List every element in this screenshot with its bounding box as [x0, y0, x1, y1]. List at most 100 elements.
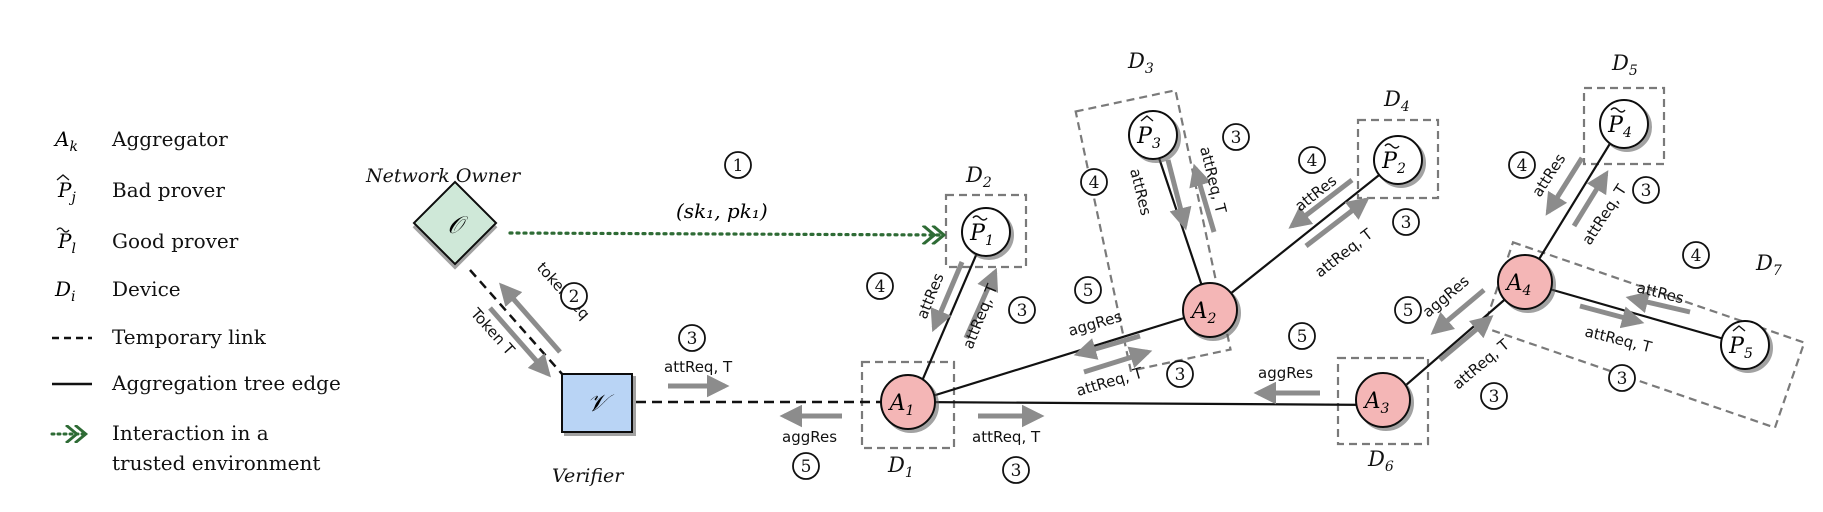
device-label-d2: D2	[965, 163, 992, 191]
arrow-attreq-a3-a4	[1438, 315, 1494, 362]
edge-a2-p2	[1209, 159, 1399, 311]
step-5-a3-a1: 5	[1288, 322, 1316, 350]
good-prover-p2[interactable]: P2	[1373, 135, 1423, 185]
step-4-p5: 4	[1682, 241, 1710, 269]
network-owner-label: Network Owner	[365, 165, 522, 187]
svg-text:5: 5	[1403, 301, 1414, 321]
tilde-icon	[1384, 143, 1400, 149]
svg-text:3: 3	[1617, 369, 1628, 389]
step-4-p3: 4	[1080, 168, 1108, 196]
svg-text:P4: P4	[1607, 113, 1632, 141]
arrow-tokenreq	[499, 282, 562, 354]
aggregator-a2[interactable]: A2	[1182, 282, 1238, 338]
step-4-p4: 4	[1508, 151, 1536, 179]
svg-text:3: 3	[1401, 213, 1412, 233]
aggregator-a1[interactable]: A1	[880, 374, 936, 430]
step-numbers: 1 2 3 5 4 3 5 3 3 5 4 3 4 3 5 3 4 3 4 3	[560, 123, 1710, 484]
device-box-d6	[1336, 356, 1430, 446]
edge-a1-a3	[912, 400, 1384, 407]
device-box-d4	[1356, 118, 1440, 200]
label-attreq-a4-p4: attReq, T	[1578, 181, 1631, 249]
step-2-tokenreq: 2	[560, 282, 588, 310]
svg-text:P2: P2	[1381, 149, 1406, 177]
device-box-d1	[860, 360, 956, 450]
device-label-d6: D6	[1367, 447, 1394, 475]
edge-a3-a4	[1382, 281, 1526, 406]
svg-text:5: 5	[1083, 281, 1094, 301]
arrow-aggres-a2-a1	[1073, 333, 1141, 360]
svg-text:5: 5	[1297, 327, 1308, 347]
step-3-a1-a3: 3	[1002, 456, 1030, 484]
arrow-attreq-a2-p2	[1304, 197, 1370, 248]
good-prover-p1[interactable]: P1	[961, 207, 1011, 257]
step-4-p1: 4	[866, 272, 894, 300]
step-4-p2: 4	[1298, 146, 1326, 174]
aggregator-a3[interactable]: A3	[1355, 372, 1411, 428]
legend-bad-prover: Pj Bad prover	[56, 174, 225, 206]
svg-text:Ak: Ak	[53, 127, 78, 155]
label-aggres-a3-a1: aggRes	[1258, 364, 1313, 382]
device-box-d5	[1582, 86, 1666, 166]
svg-text:3: 3	[1017, 301, 1028, 321]
step-3-a2-p2: 3	[1392, 208, 1420, 236]
label-attreq-a1-a3: attReq, T	[972, 428, 1041, 446]
svg-text:P1: P1	[969, 221, 994, 249]
legend-good-prover-text: Good prover	[112, 229, 239, 253]
tilde-icon	[1610, 107, 1626, 113]
label-attreq-v-a1: attReq, T	[664, 358, 733, 376]
legend-trusted-interaction: Interaction in a trusted environment	[50, 421, 320, 475]
legend-temporary-link: Temporary link	[52, 325, 267, 349]
svg-text:Pl: Pl	[57, 229, 76, 257]
svg-text:3: 3	[1175, 365, 1186, 385]
hat-icon	[56, 174, 70, 181]
device-label-d4: D4	[1383, 87, 1410, 115]
svg-text:4: 4	[1517, 156, 1528, 176]
step-3-a1-p1: 3	[1008, 296, 1036, 324]
arrow-attres-p2-a2	[1288, 178, 1354, 229]
step-1: 1	[724, 151, 752, 179]
svg-text:A2: A2	[1190, 299, 1217, 327]
legend-trusted-line2: trusted environment	[112, 451, 320, 475]
step-3-a1-a2: 3	[1166, 360, 1194, 388]
legend-good-prover: Pl Good prover	[56, 227, 239, 257]
label-aggres-a4-a3: aggRes	[1419, 272, 1473, 321]
svg-text:P5: P5	[1728, 334, 1753, 362]
network-owner[interactable]: 𝒪	[412, 180, 498, 266]
svg-text:2: 2	[569, 287, 580, 307]
trusted-link-owner-p1	[508, 233, 942, 235]
label-attreq-a1-p1: attReq, T	[959, 281, 1002, 352]
svg-text:3: 3	[1231, 128, 1242, 148]
label-aggres-a1-v: aggRes	[782, 428, 837, 446]
step-5-a2-a1: 5	[1074, 276, 1102, 304]
step-3-a4-p4: 3	[1632, 176, 1660, 204]
aggregator-a4[interactable]: A4	[1497, 254, 1553, 310]
bad-prover-p3[interactable]: P3	[1128, 110, 1178, 160]
arrow-attreq-a4-p5	[1579, 303, 1645, 329]
device-label-d3: D3	[1127, 49, 1154, 77]
svg-text:4: 4	[875, 277, 886, 297]
svg-text:4: 4	[1691, 246, 1702, 266]
svg-text:Di: Di	[54, 277, 76, 305]
svg-text:A3: A3	[1363, 389, 1390, 417]
arrow-aggres-a4-a3	[1430, 288, 1486, 335]
temp-link-owner-verifier	[469, 269, 579, 393]
step-3-a2-p3: 3	[1222, 123, 1250, 151]
step-3-v-a1: 3	[678, 324, 706, 352]
svg-text:3: 3	[687, 329, 698, 349]
good-prover-p4[interactable]: P4	[1599, 99, 1649, 149]
tilde-icon	[56, 227, 70, 233]
bad-prover-p5[interactable]: P5	[1720, 320, 1770, 370]
label-attres-p4-a4: attRes	[1528, 150, 1569, 200]
label-attreq-a4-p5: attReq, T	[1583, 322, 1654, 356]
step-5-a1-v: 5	[792, 452, 820, 480]
arrow-attreq-a1-p1	[963, 267, 999, 340]
legend-tree-edge: Aggregation tree edge	[52, 371, 341, 395]
message-arrows	[488, 156, 1691, 428]
arrow-attreq-a1-a2	[1083, 346, 1153, 375]
arrow-attres-p3-a2	[1165, 159, 1192, 231]
device-label-d7: D7	[1755, 251, 1782, 279]
verifier[interactable]: 𝒱	[561, 373, 633, 433]
svg-text:4: 4	[1089, 173, 1100, 193]
legend-aggregator-text: Aggregator	[111, 127, 228, 151]
svg-text:3: 3	[1489, 387, 1500, 407]
